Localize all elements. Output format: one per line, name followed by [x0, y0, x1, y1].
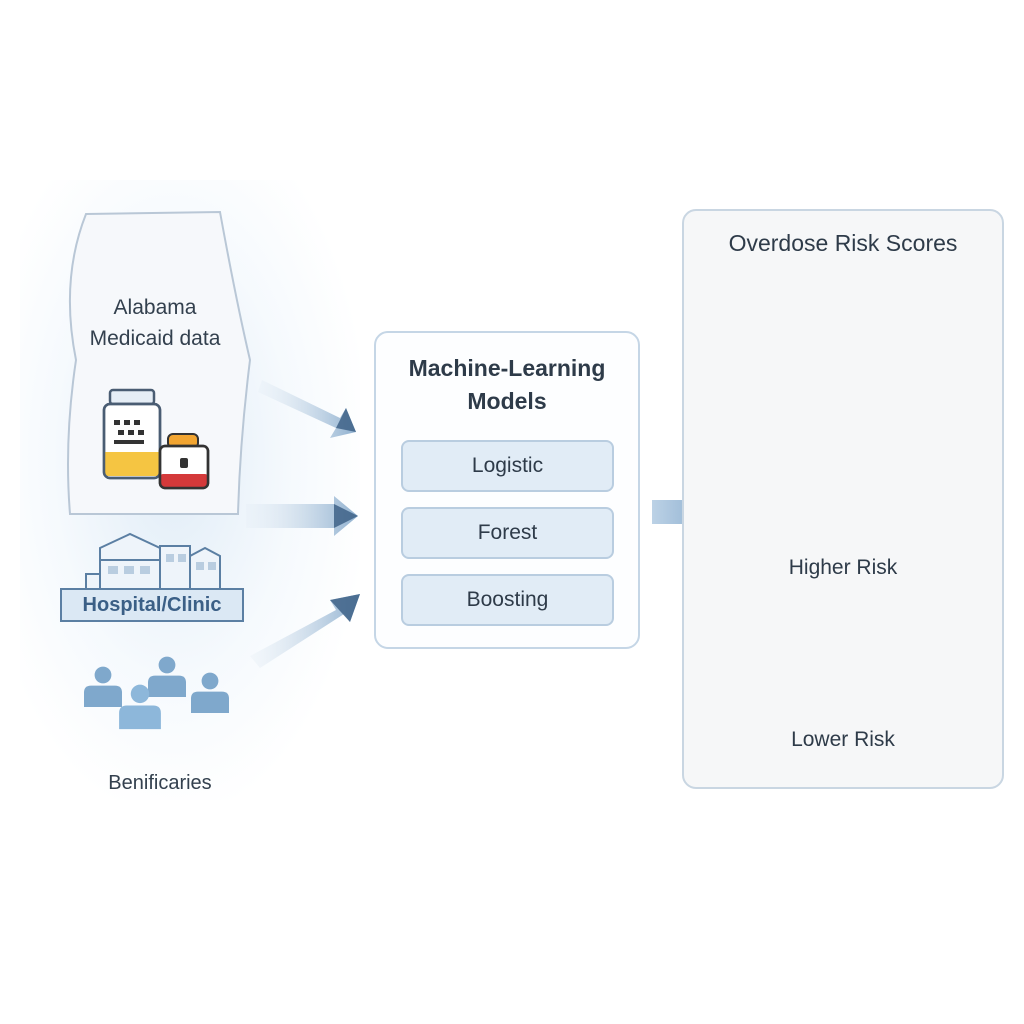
model-forest: Forest — [401, 507, 614, 559]
pill-box-icon — [158, 433, 210, 490]
medicaid-data-label: Alabama Medicaid data — [89, 296, 221, 350]
beneficiary-person-icon — [148, 656, 186, 697]
beneficiary-person-icon — [191, 672, 229, 713]
model-logistic: Logistic — [401, 440, 614, 492]
higher-risk-label: Higher Risk — [788, 556, 898, 579]
medicine-bottle-icon — [102, 388, 162, 480]
hospital-clinic-label: Hospital/Clinic — [60, 588, 244, 622]
beneficiaries-label: Benificaries — [108, 772, 212, 794]
input-arrow-beneficiaries — [250, 594, 360, 668]
model-boosting: Boosting — [401, 574, 614, 626]
beneficiary-person-icon — [84, 666, 122, 707]
beneficiary-person-icon — [119, 684, 161, 730]
hospital-building-icon — [85, 532, 221, 591]
risk-scores-panel — [682, 209, 1004, 789]
input-arrow-medicaid — [258, 380, 356, 438]
models-title: Machine-Learning Models — [408, 355, 606, 414]
beneficiaries-people-icon — [84, 656, 229, 730]
lower-risk-label: Lower Risk — [791, 728, 895, 751]
input-arrow-hospital — [246, 496, 358, 536]
risk-scores-title: Overdose Risk Scores — [728, 230, 958, 256]
